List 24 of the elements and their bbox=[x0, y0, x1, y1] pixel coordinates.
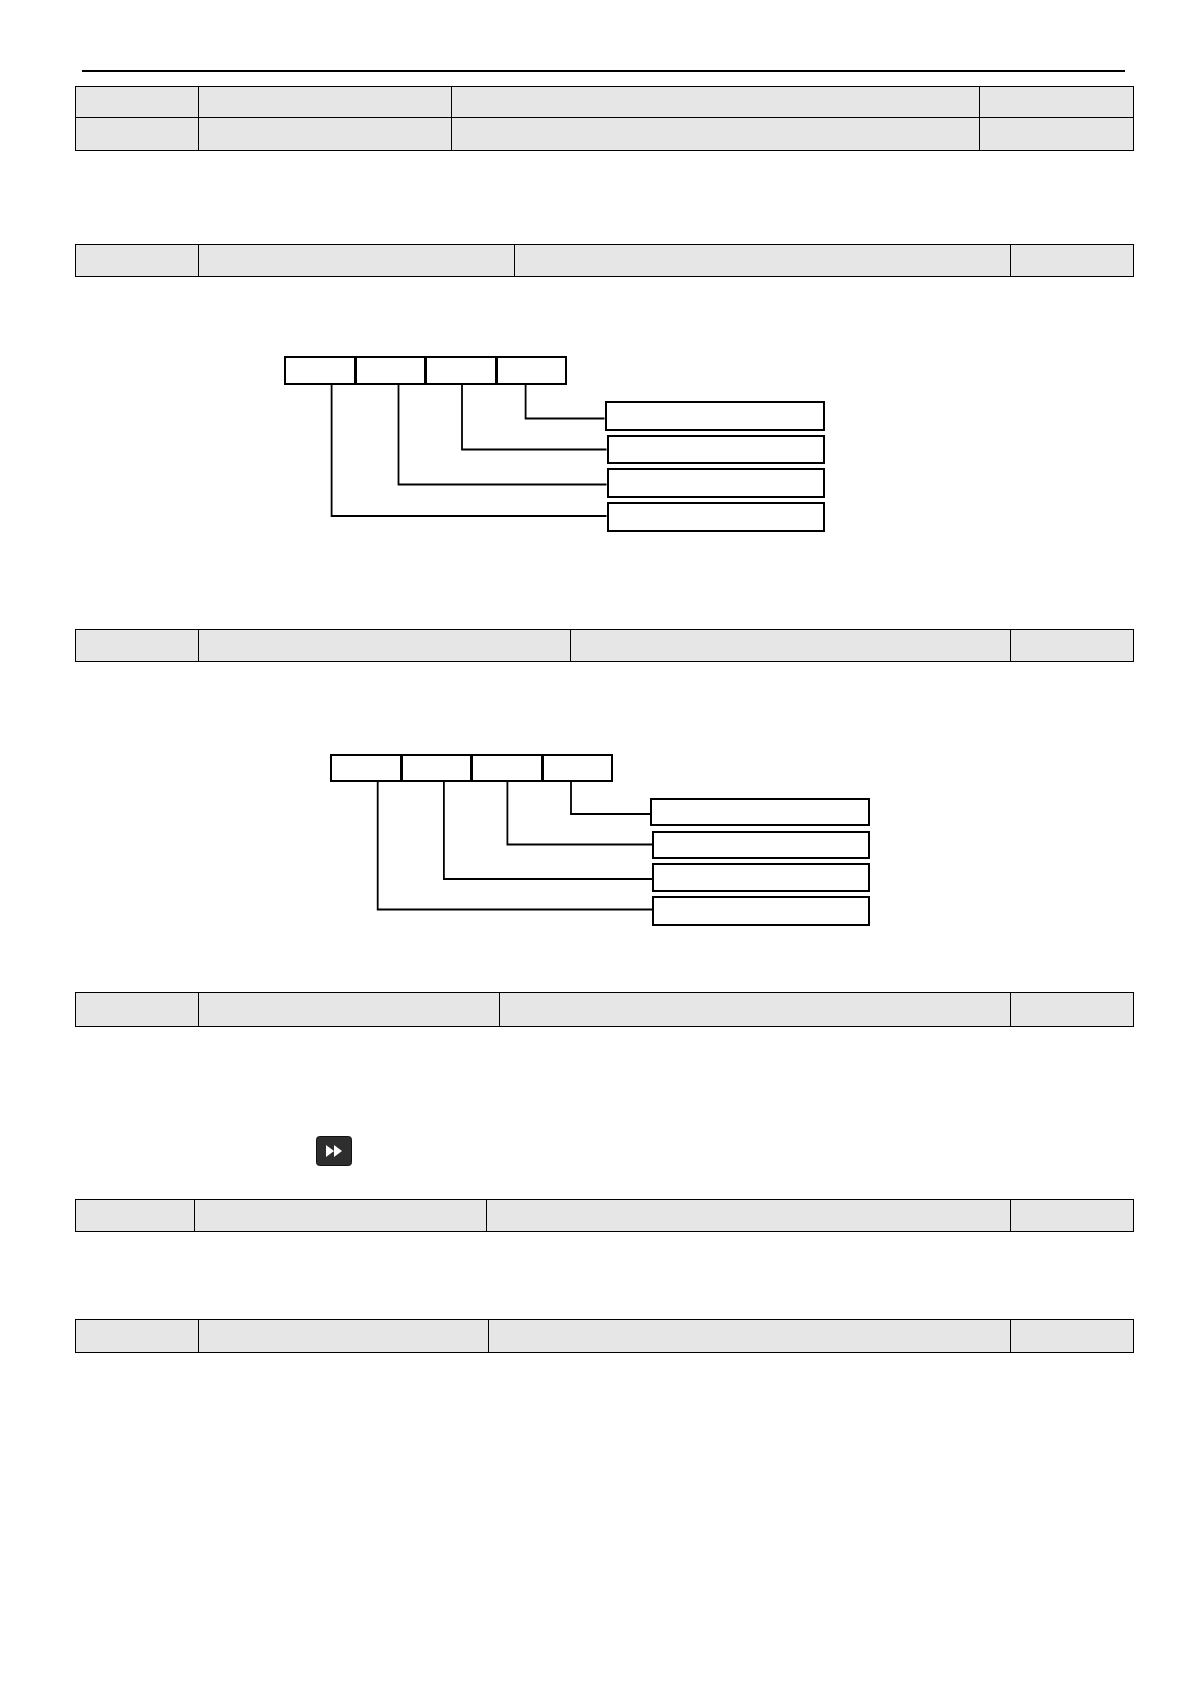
digit-box bbox=[470, 753, 543, 782]
callout-box bbox=[652, 863, 870, 892]
callout-box bbox=[606, 502, 825, 532]
leader-line bbox=[443, 780, 653, 880]
callout-box bbox=[652, 896, 870, 926]
leader-line bbox=[330, 383, 608, 517]
callout-box bbox=[652, 831, 870, 859]
callout-box bbox=[604, 401, 825, 431]
digit-box bbox=[425, 356, 497, 385]
digit-box bbox=[329, 753, 402, 782]
callout-box bbox=[606, 435, 825, 464]
leader-line bbox=[570, 780, 651, 815]
leader-line bbox=[397, 383, 608, 486]
digit-box bbox=[541, 753, 613, 782]
leader-line bbox=[506, 780, 653, 846]
leader-line bbox=[376, 780, 653, 911]
leader-line bbox=[524, 383, 606, 420]
leader-line bbox=[461, 383, 608, 451]
callout-box bbox=[650, 798, 870, 826]
callout-box bbox=[606, 468, 825, 498]
digit-box bbox=[355, 356, 426, 385]
digit-box bbox=[400, 753, 472, 782]
digit-box bbox=[496, 356, 567, 385]
digit-box bbox=[284, 356, 356, 385]
